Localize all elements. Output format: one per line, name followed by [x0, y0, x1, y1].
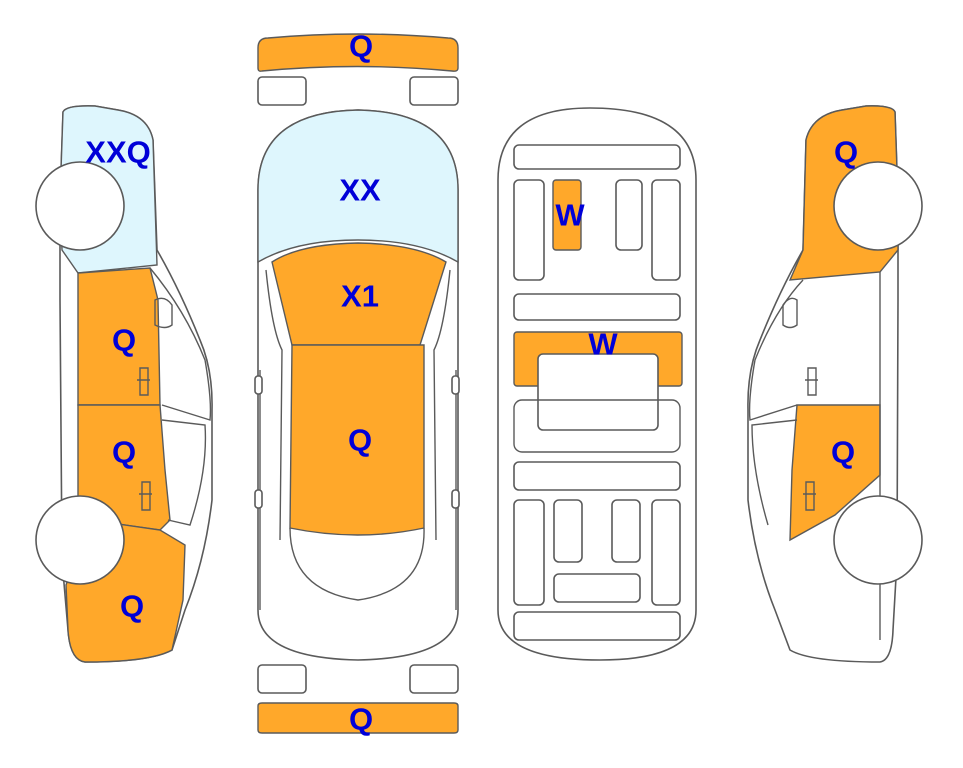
left-front-fender-mark: XXQ [85, 135, 150, 170]
front-bumper-panel [257, 33, 459, 72]
right-rear-door-mark: Q [831, 435, 855, 470]
windshield-cowl-panel [271, 242, 447, 346]
right-side-view [747, 105, 923, 663]
roof-mark: Q [348, 423, 372, 458]
floor-front-panel [552, 179, 582, 251]
right-fender-mark: Q [834, 135, 858, 170]
underbody-view [497, 107, 697, 661]
left-front-wheel [35, 161, 125, 251]
rear-bumper-mark: Q [349, 702, 373, 737]
hood-panel [257, 109, 459, 264]
left-quarter-mark: Q [120, 589, 144, 624]
damage-labels: Q XXQ Q Q Q XX X1 Q Q W W Q Q [85, 29, 858, 737]
floor-front-mark: W [555, 198, 585, 233]
front-bumper-mark: Q [349, 29, 373, 64]
left-rear-door-mark: Q [112, 435, 136, 470]
hood-mark: XX [339, 173, 381, 208]
left-front-door-mark: Q [112, 323, 136, 358]
floor-center-mark: W [588, 327, 618, 362]
windshield-cowl-mark: X1 [341, 279, 379, 314]
left-side-view [35, 105, 213, 663]
right-front-wheel [833, 161, 923, 251]
top-view [254, 33, 460, 734]
rear-bumper-panel [257, 702, 459, 734]
right-rear-wheel [833, 495, 923, 585]
left-rear-wheel [35, 495, 125, 585]
